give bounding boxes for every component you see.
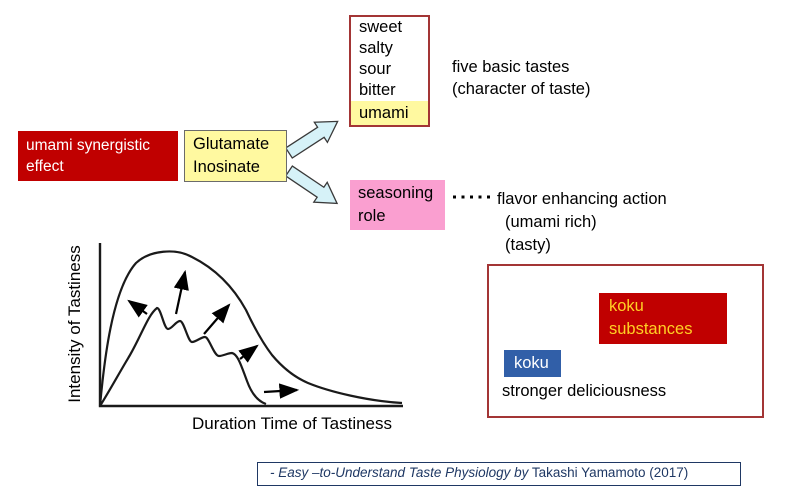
inosinate-label: Inosinate: [193, 158, 260, 176]
flavor-caption-line3: (tasty): [505, 236, 551, 254]
umami-synergistic-effect-label: umami synergistic effect: [26, 137, 151, 175]
stronger-deliciousness-caption: stronger deliciousness: [502, 382, 667, 400]
seasoning-label: seasoning: [358, 184, 434, 202]
five-tastes-caption-line2: (character of taste): [452, 80, 591, 98]
glutamate-label: Glutamate: [193, 135, 270, 153]
five-tastes-caption-line1: five basic tastes: [452, 58, 570, 76]
flow-arrow-down-right-icon: [284, 165, 339, 205]
koku-panel: koku substances koku stronger deliciousn…: [487, 264, 764, 418]
enhancement-arrows-icon: [127, 269, 300, 399]
citation-box: - Easy –to-Understand Taste Physiology b…: [257, 462, 741, 486]
flow-arrow-up-right-icon: [284, 120, 339, 159]
five-tastes-caption: five basic tastes (character of taste): [452, 56, 590, 100]
role-label: role: [358, 207, 386, 225]
seasoning-role-box: seasoning role: [350, 180, 445, 230]
five-basic-tastes-box: sweet salty sour bitter umami: [349, 15, 430, 127]
citation-author: Takashi Yamamoto (2017): [528, 465, 689, 480]
graph-x-axis-label: Duration Time of Tastiness: [192, 414, 392, 433]
glutamate-inosinate-box: Glutamate Inosinate: [184, 130, 287, 182]
umami-synergistic-effect-box: umami synergistic effect: [18, 131, 178, 181]
outer-curve: [98, 250, 403, 407]
flavor-caption-line1: flavor enhancing action: [497, 190, 667, 208]
tastiness-graph: Duration Time of Tastiness Intensity of …: [65, 243, 403, 433]
flavor-caption-line2: (umami rich): [505, 213, 597, 231]
koku-box: koku: [504, 350, 561, 377]
koku-substances-box: koku substances: [599, 293, 727, 344]
koku-substances-line2: substances: [609, 320, 693, 338]
taste-item-sour: sour: [359, 60, 392, 78]
taste-item-sweet: sweet: [359, 18, 403, 36]
citation-title-italic: - Easy –to-Understand Taste Physiology b…: [270, 465, 529, 480]
koku-label: koku: [514, 354, 549, 372]
graph-axes: [98, 243, 403, 408]
inner-wavy-curve: [99, 306, 267, 407]
graph-y-axis-label: Intensity of Tastiness: [65, 245, 84, 403]
flavor-enhancing-caption: flavor enhancing action (umami rich) (ta…: [497, 188, 667, 257]
taste-item-bitter: bitter: [359, 81, 396, 99]
taste-item-umami-highlighted: umami: [351, 101, 428, 125]
koku-substances-line1: koku: [609, 297, 644, 315]
taste-item-salty: salty: [359, 39, 393, 57]
